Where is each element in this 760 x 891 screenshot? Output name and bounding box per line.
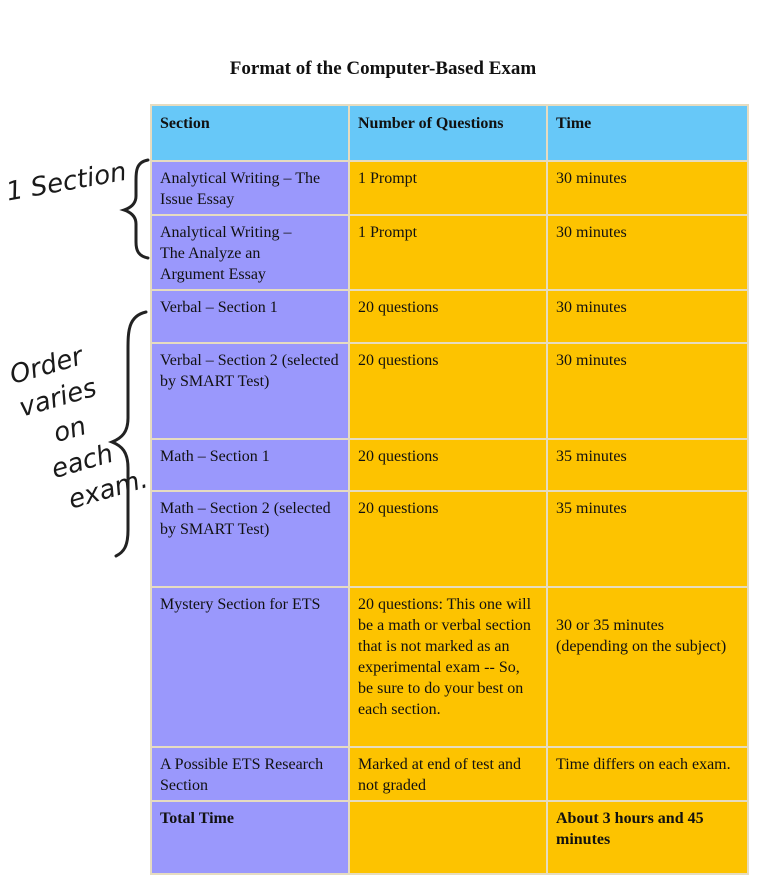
annotation-one-section: 1 Section [4, 156, 129, 208]
cell-time: 30 minutes [546, 214, 749, 291]
cell-section: A Possible ETS Research Section [150, 746, 350, 802]
cell-time: 30 minutes [546, 289, 749, 344]
table-row: Analytical Writing – The Issue Essay 1 P… [150, 160, 749, 216]
cell-questions: 1 Prompt [348, 160, 548, 216]
cell-questions: 1 Prompt [348, 214, 548, 291]
cell-section: Verbal – Section 2 (selected by SMART Te… [150, 342, 350, 440]
cell-time: Time differs on each exam. [546, 746, 749, 802]
cell-section: Analytical Writing – The Issue Essay [150, 160, 350, 216]
header-questions: Number of Questions [348, 104, 548, 162]
table-header-row: Section Number of Questions Time [150, 104, 749, 162]
table-row: A Possible ETS Research Section Marked a… [150, 746, 749, 802]
cell-questions: Marked at end of test and not graded [348, 746, 548, 802]
cell-section: Mystery Section for ETS [150, 586, 350, 748]
cell-total-time: About 3 hours and 45 minutes [546, 800, 749, 875]
cell-questions: 20 questions [348, 438, 548, 492]
cell-time: 30 minutes [546, 342, 749, 440]
table-row-total: Total Time About 3 hours and 45 minutes [150, 800, 749, 875]
exam-format-table: Section Number of Questions Time Analyti… [150, 104, 749, 875]
page-title: Format of the Computer-Based Exam [229, 58, 537, 79]
cell-time: 35 minutes [546, 438, 749, 492]
cell-questions: 20 questions: This one will be a math or… [348, 586, 548, 748]
cell-time: 30 minutes [546, 160, 749, 216]
cell-time: 35 minutes [546, 490, 749, 588]
brace-small [119, 158, 150, 260]
cell-time: 30 or 35 minutes (depending on the subje… [546, 586, 749, 748]
table-row: Math – Section 2 (selected by SMART Test… [150, 490, 749, 588]
cell-section: Verbal – Section 1 [150, 289, 350, 344]
table-row: Mystery Section for ETS 20 questions: Th… [150, 586, 749, 748]
cell-questions: 20 questions [348, 289, 548, 344]
cell-total-label: Total Time [150, 800, 350, 875]
cell-section: Math – Section 2 (selected by SMART Test… [150, 490, 350, 588]
table-row: Verbal – Section 2 (selected by SMART Te… [150, 342, 749, 440]
header-section: Section [150, 104, 350, 162]
table-row: Math – Section 1 20 questions 35 minutes [150, 438, 749, 492]
annotation-order-varies: Order varies on each exam. [6, 332, 152, 523]
cell-questions [348, 800, 548, 875]
cell-section: Math – Section 1 [150, 438, 350, 492]
table-row: Verbal – Section 1 20 questions 30 minut… [150, 289, 749, 344]
header-time: Time [546, 104, 749, 162]
table-row: Analytical Writing – The Analyze an Argu… [150, 214, 749, 291]
cell-questions: 20 questions [348, 490, 548, 588]
cell-questions: 20 questions [348, 342, 548, 440]
cell-section: Analytical Writing – The Analyze an Argu… [150, 214, 350, 291]
